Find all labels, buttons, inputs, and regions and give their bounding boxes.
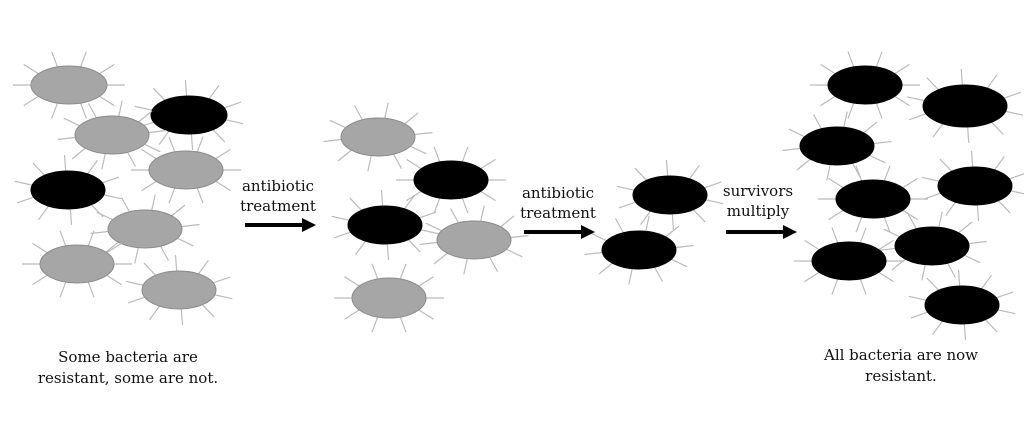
step2-label-line2: treatment xyxy=(520,204,596,222)
arrow-antibiotic-1 xyxy=(245,218,316,232)
bacterium-susceptible xyxy=(323,102,433,172)
bacterium-resistant xyxy=(14,155,122,225)
caption-left-line2: resistant, some are not. xyxy=(38,369,218,387)
bacterium-susceptible xyxy=(125,255,233,325)
bacterium-body xyxy=(150,95,228,135)
bacterium-resistant xyxy=(810,51,920,119)
bacterium-resistant xyxy=(921,151,1024,221)
bacterium-body xyxy=(436,220,512,260)
bacterium-body xyxy=(39,244,115,284)
bacterium-resistant xyxy=(782,111,892,181)
bacterium-susceptible xyxy=(57,100,167,170)
bacterium-body xyxy=(347,205,423,245)
arrow-antibiotic-2 xyxy=(524,225,595,239)
bacterium-resistant xyxy=(794,227,904,295)
caption-left-line1: Some bacteria are xyxy=(58,348,198,366)
bacterium-resistant xyxy=(331,190,439,260)
bacterium-body xyxy=(107,209,183,249)
bacterium-susceptible xyxy=(334,263,444,333)
bacterium-body xyxy=(351,277,427,319)
bacterium-body xyxy=(835,179,911,219)
step2-label-line1: antibiotic xyxy=(522,184,594,202)
bacterium-resistant xyxy=(906,69,1024,143)
bacterium-susceptible xyxy=(90,194,200,264)
bacteria-layer xyxy=(13,51,1024,340)
step3-label-line1: survivors xyxy=(723,182,793,200)
bacterium-susceptible xyxy=(419,205,529,275)
bacterium-susceptible xyxy=(13,51,125,119)
bacterium-resistant xyxy=(818,165,928,233)
bacterium-body xyxy=(30,65,108,105)
bacterium-body xyxy=(894,226,970,266)
caption-right-line1: All bacteria are now xyxy=(823,346,978,364)
caption-right-line2: resistant. xyxy=(865,367,937,385)
bacterium-body xyxy=(922,84,1008,128)
step1-label-line1: antibiotic xyxy=(242,177,314,195)
bacterium-body xyxy=(601,230,677,270)
bacterium-resistant xyxy=(877,211,987,281)
bacterium-resistant xyxy=(616,160,724,230)
step3-label-line2: multiply xyxy=(727,202,790,220)
bacterium-susceptible xyxy=(131,136,241,204)
bacterium-body xyxy=(924,285,1000,325)
bacterium-body xyxy=(30,170,106,210)
bacterium-body xyxy=(141,270,217,310)
bacterium-body xyxy=(827,65,903,105)
bacterium-body xyxy=(340,117,416,157)
bacterium-body xyxy=(74,115,150,155)
bacterium-susceptible xyxy=(22,230,132,298)
bacterium-body xyxy=(811,241,887,281)
bacterium-body xyxy=(799,126,875,166)
bacterium-body xyxy=(937,166,1013,206)
arrow-survivors-multiply xyxy=(726,225,797,239)
bacterium-body xyxy=(413,160,489,200)
bacterium-resistant xyxy=(134,80,244,150)
bacterium-body xyxy=(632,175,708,215)
bacterium-resistant xyxy=(584,215,694,285)
step1-label-line2: treatment xyxy=(240,197,316,215)
bacterium-resistant xyxy=(396,146,506,214)
bacterium-body xyxy=(148,150,224,190)
bacterium-resistant xyxy=(908,270,1016,340)
